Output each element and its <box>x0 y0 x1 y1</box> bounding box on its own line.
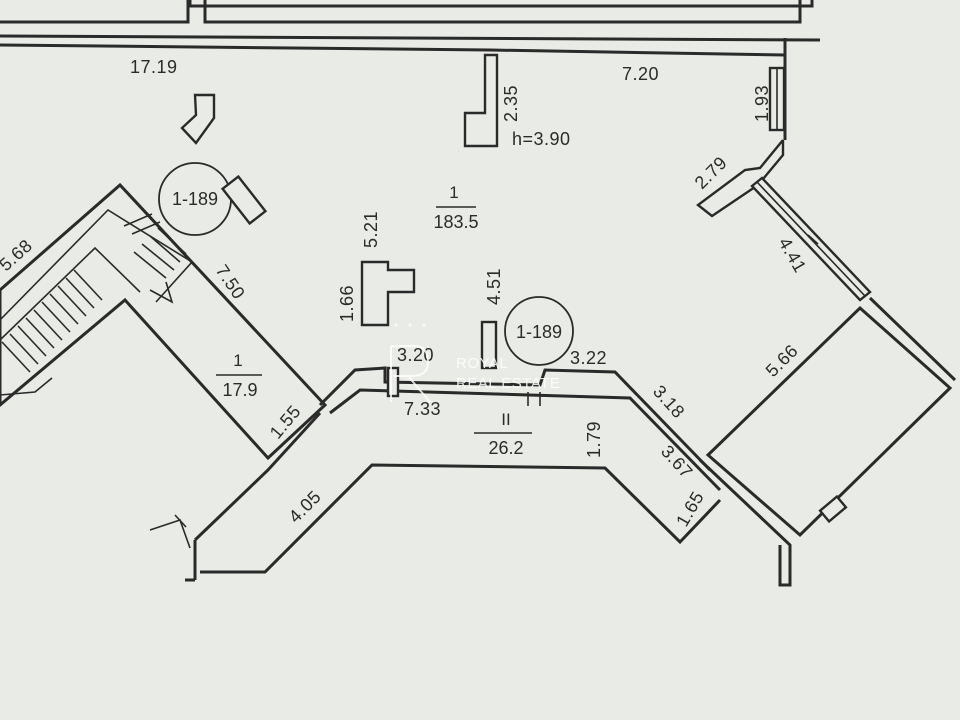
room-bottom-area: 26.2 <box>488 438 523 458</box>
pillar-17-19 <box>180 93 216 145</box>
watermark-line2: REAL ESTATE <box>456 375 560 392</box>
dim-7-50: 7.50 <box>212 261 249 303</box>
room-left-area: 17.9 <box>222 380 257 400</box>
dim-5-66: 5.66 <box>762 340 802 380</box>
wall-stub-2-79 <box>696 139 785 218</box>
dim-17-19: 17.19 <box>130 57 178 77</box>
watermark-logo-icon <box>390 323 431 403</box>
ref-circle-center <box>504 296 574 366</box>
room-main-area: 183.5 <box>433 212 478 232</box>
window-1-93 <box>768 66 786 132</box>
column-top <box>463 53 499 148</box>
room-main-number: 1 <box>449 183 458 202</box>
dim-1-79: 1.79 <box>584 421 604 458</box>
dim-4-51: 4.51 <box>484 268 504 305</box>
top-building <box>0 0 821 140</box>
dim-1-65: 1.65 <box>672 488 708 530</box>
watermark-line1: ROYAL <box>456 355 508 372</box>
center-columns <box>360 260 498 370</box>
right-room <box>698 296 957 587</box>
dim-4-05: 4.05 <box>285 486 325 526</box>
dim-3-18: 3.18 <box>649 381 689 422</box>
dim-1-93: 1.93 <box>752 85 772 122</box>
dim-2-35: 2.35 <box>501 85 521 122</box>
corridor-room-II <box>149 366 722 582</box>
dim-1-66: 1.66 <box>337 285 357 322</box>
dim-3-67: 3.67 <box>657 441 697 482</box>
dim-5-68: 5.68 <box>0 235 36 275</box>
ref-labels: 1-189 1-189 <box>172 189 562 342</box>
dim-5-21: 5.21 <box>361 211 381 248</box>
dim-7-20: 7.20 <box>622 64 659 84</box>
ref-circle-top <box>158 162 268 236</box>
dim-h: h=3.90 <box>512 129 571 149</box>
watermark: ROYAL REAL ESTATE <box>390 323 560 403</box>
ref-top-text: 1-189 <box>172 189 218 209</box>
room-bottom-number: II <box>501 410 510 429</box>
room-left-number: 1 <box>233 351 242 370</box>
dimension-labels: 17.19 2.35 7.20 1.93 h=3.90 2.79 5.68 5.… <box>0 57 810 530</box>
dim-3-22: 3.22 <box>570 348 607 368</box>
stair-treads <box>1 213 187 373</box>
dim-7-33: 7.33 <box>404 399 441 419</box>
stairs <box>0 182 328 461</box>
ref-center-text: 1-189 <box>516 322 562 342</box>
room-labels: 1 183.5 1 17.9 II 26.2 <box>216 183 532 458</box>
window-4-41 <box>750 176 872 302</box>
